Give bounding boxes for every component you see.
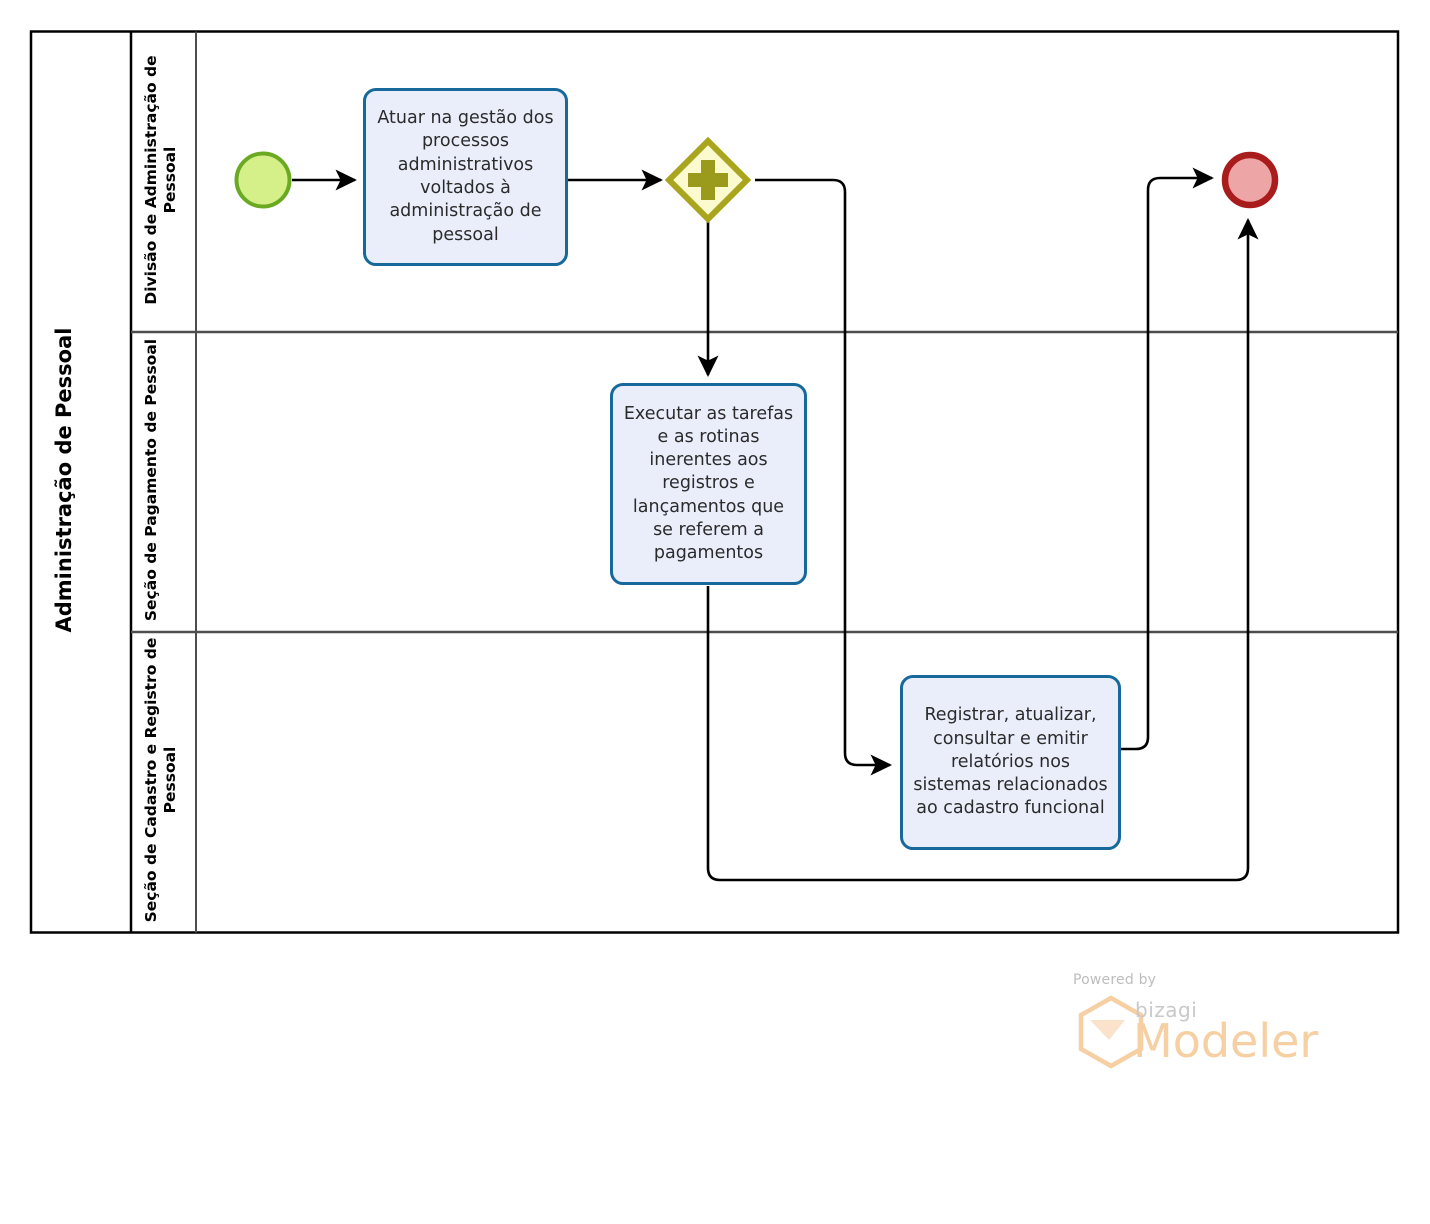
flow-gateway-to-task2 (755, 178, 892, 776)
bizagi-branding (1073, 972, 1343, 1077)
end-event[interactable] (1221, 151, 1279, 209)
sequence-flows (292, 167, 1259, 882)
lane-title-secao-cadastro: Seção de Cadastro e Registro de Pessoal (142, 637, 179, 923)
modeler-wordmark: Modeler (1133, 1014, 1319, 1068)
task-gestao-processos[interactable]: Atuar na gestão dos processos administra… (363, 88, 568, 266)
lane-title-divisao-administracao: Divisão de Administração de Pessoal (142, 55, 179, 305)
parallel-gateway[interactable] (664, 136, 752, 224)
start-event[interactable] (234, 151, 292, 209)
plus-icon (688, 160, 728, 200)
bizagi-logo-icon (1078, 995, 1144, 1069)
powered-by-label: Powered by (1073, 972, 1157, 988)
flow-task2-to-end (1121, 167, 1214, 751)
pool-title: Administração de Pessoal (52, 327, 76, 633)
lane-title-secao-pagamento: Seção de Pagamento de Pessoal (142, 338, 160, 622)
task-pagamentos[interactable]: Executar as tarefas e as rotinas inerent… (610, 383, 807, 585)
bizagi-wordmark: bizagi (1135, 998, 1198, 1022)
flow-task1-to-end (706, 218, 1259, 882)
task-cadastro[interactable]: Registrar, atualizar, consultar e emitir… (900, 675, 1121, 850)
